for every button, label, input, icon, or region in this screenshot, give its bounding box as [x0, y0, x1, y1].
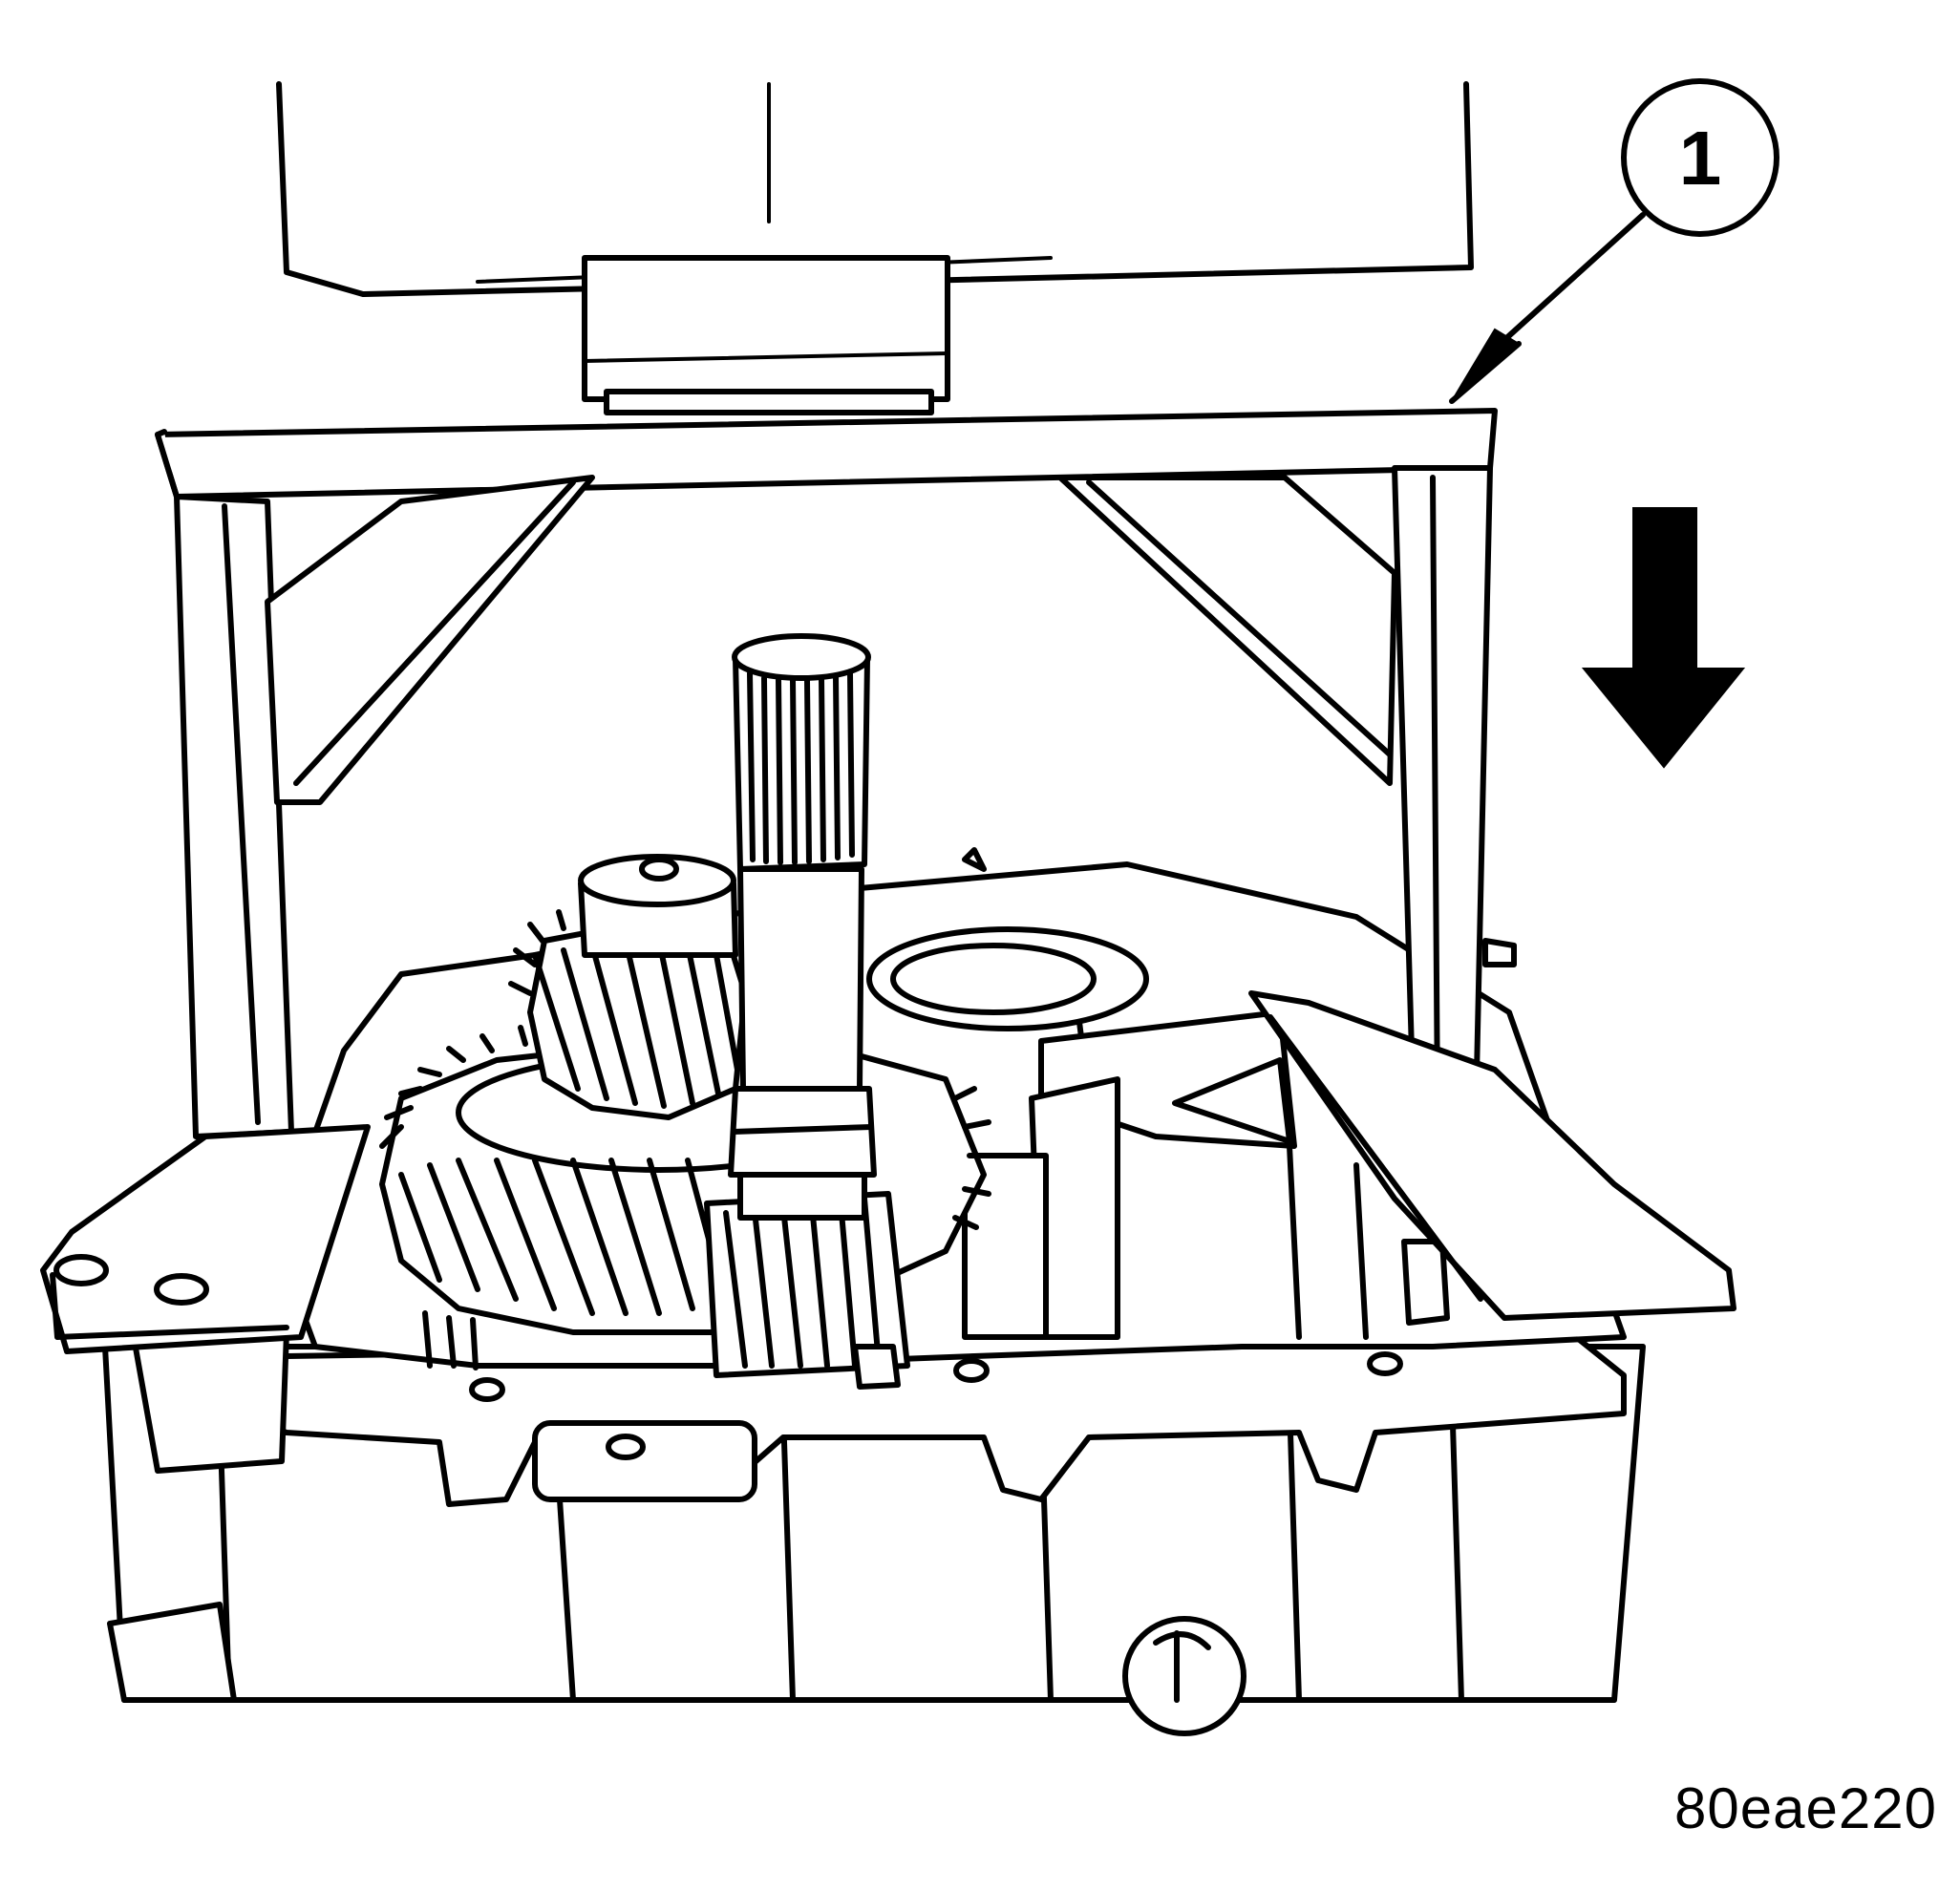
- transmission-case-icon: [102, 1329, 1646, 1736]
- callout-leader-line: [1492, 212, 1646, 351]
- shaft-icon: [728, 633, 877, 1221]
- press-fixture-icon: [40, 408, 1736, 1354]
- press-ram-icon: [276, 81, 1474, 415]
- callout-1: 1: [1449, 78, 1779, 404]
- callout-circle: [1621, 78, 1779, 237]
- down-arrow-icon: [1581, 507, 1746, 769]
- callout-label: 1: [1679, 116, 1722, 201]
- figure-code: 80eae220: [1674, 1776, 1937, 1840]
